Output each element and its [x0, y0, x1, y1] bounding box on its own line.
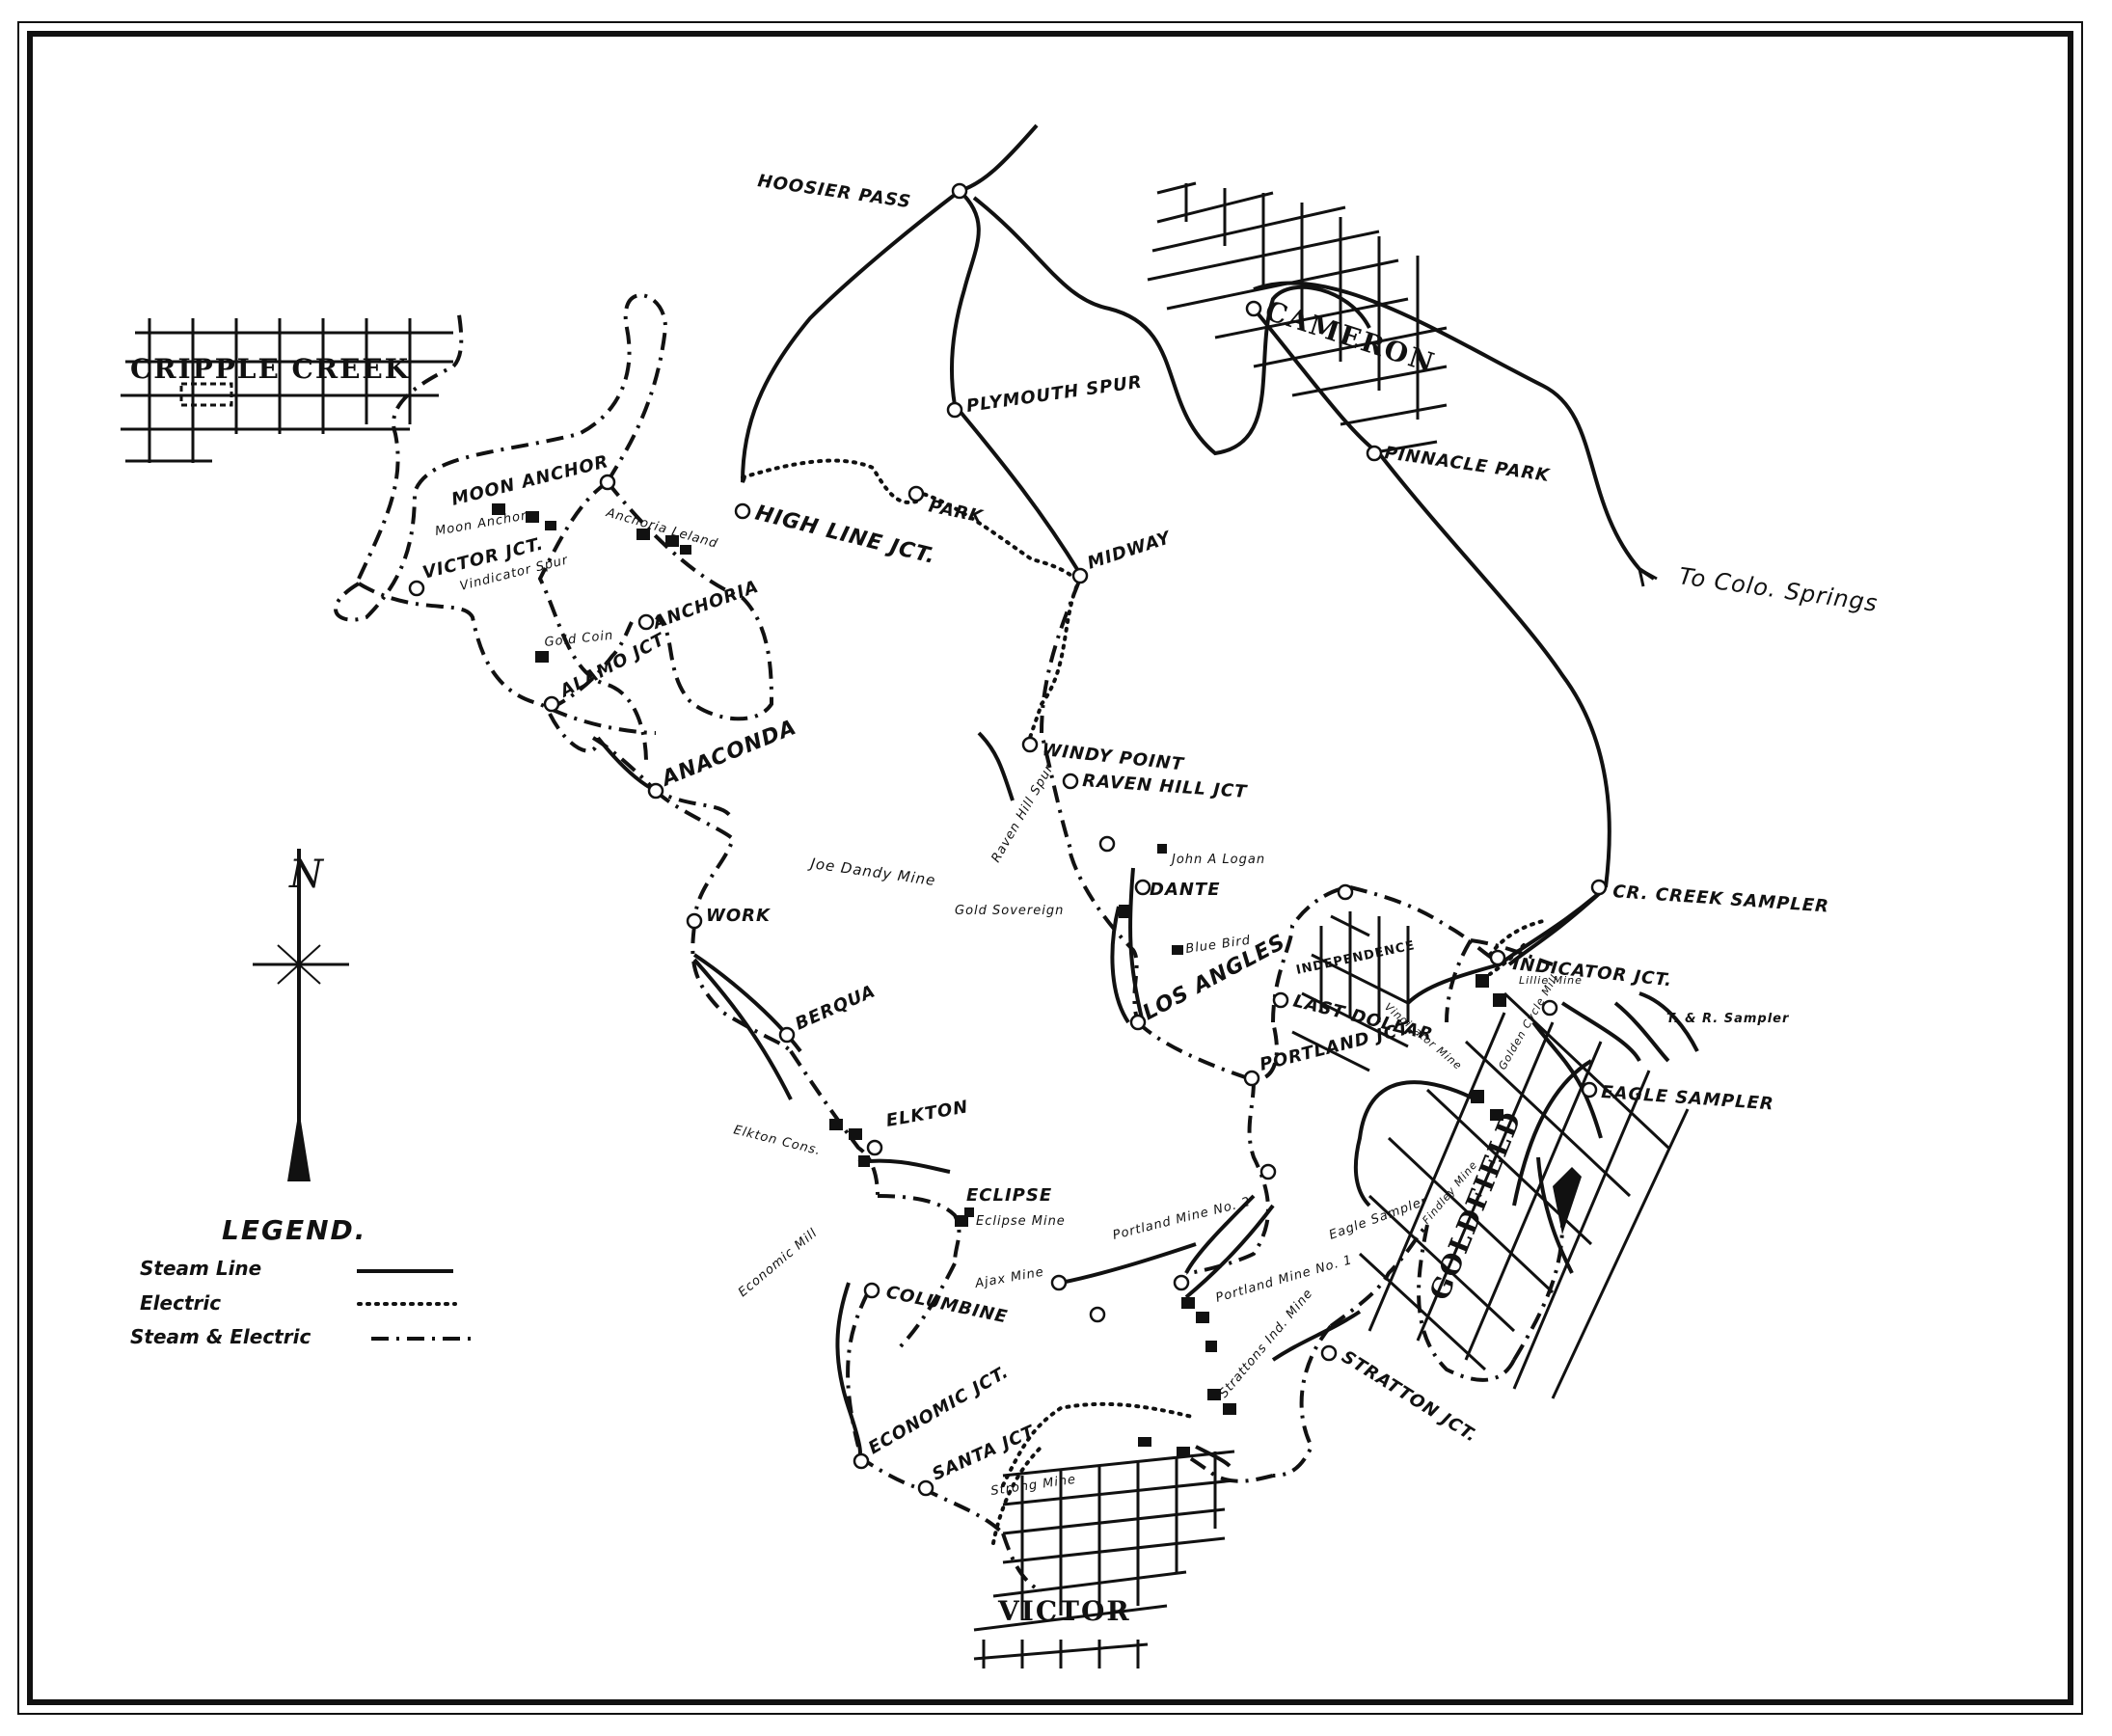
town-label-victor: VICTOR	[997, 1595, 1131, 1627]
north-arrow-icon: N	[253, 849, 349, 1181]
label-portland-jct: PORTLAND JCT.	[1258, 1017, 1417, 1075]
label-gold-sovereign: Gold Sovereign	[955, 904, 1064, 918]
label-strong-mine: Strong Mine	[989, 1473, 1077, 1499]
label-economic-mill: Economic Mill	[736, 1226, 821, 1300]
label-elkton-cons: Elkton Cons.	[732, 1123, 823, 1158]
label-elkton: ELKTON	[884, 1097, 970, 1131]
steam-lines	[596, 123, 1699, 1468]
label-moon-anchor-mine: Moon Anchor	[434, 508, 528, 539]
label-stratton-jct: STRATTON JCT.	[1338, 1346, 1480, 1447]
town-label-independence: INDEPENDENCE	[1295, 938, 1417, 978]
label-windy-point: WINDY POINT	[1041, 740, 1185, 774]
legend-title: LEGEND.	[222, 1214, 366, 1246]
label-ajax-mine: Ajax Mine	[973, 1265, 1045, 1292]
label-gold-coin: Gold Coin	[544, 629, 614, 650]
label-anaconda: ANACONDA	[657, 716, 800, 792]
station-markers	[408, 182, 1608, 1497]
label-joe-dandy: Joe Dandy Mine	[806, 854, 936, 889]
label-cr-creek-sampler: CR. CREEK SAMPLER	[1612, 882, 1830, 917]
label-park: PARK	[927, 496, 986, 528]
label-eclipse-mine: Eclipse Mine	[976, 1214, 1066, 1229]
cripple-creek-grid	[121, 318, 453, 463]
victor-grid	[973, 1450, 1235, 1668]
label-berqua: BERQUA	[792, 981, 879, 1034]
label-work: WORK	[706, 906, 772, 926]
label-lillie-mine: Lillie Mine	[1519, 974, 1583, 987]
label-to-colo-springs: To Colo. Springs	[1677, 562, 1880, 617]
map-border	[17, 21, 2083, 1715]
mine-symbols	[492, 503, 1582, 1456]
label-santa-jct: SANTA JCT	[929, 1422, 1039, 1485]
legend-steam-label: Steam Line	[140, 1257, 261, 1280]
label-golden-cycle: Golden Cycle Mill	[1496, 972, 1560, 1071]
label-dante: DANTE	[1150, 880, 1221, 900]
label-moon-anchor: MOON ANCHOR	[449, 451, 610, 510]
steam-electric-lines	[334, 293, 1564, 1593]
independence-grid	[1291, 911, 1410, 1072]
town-label-cripple-creek: CRIPPLE CREEK	[130, 353, 410, 385]
label-john-a-logan: John A Logan	[1169, 853, 1265, 867]
label-plymouth-spur: PLYMOUTH SPUR	[965, 372, 1144, 417]
label-anchoria: ANCHORIA	[649, 577, 762, 635]
label-hoosier-pass: HOOSIER PASS	[756, 171, 912, 212]
goldfield-grid	[1358, 991, 1690, 1399]
label-eagle-sampler-small: Eagle Sampler	[1327, 1194, 1430, 1243]
legend: LEGEND. Steam Line Electric Steam & Elec…	[130, 1214, 473, 1348]
electric-lines	[741, 458, 1545, 1545]
label-anchoria-leland: Anchoria Leland	[604, 505, 719, 552]
label-columbine: COLUMBINE	[884, 1282, 1010, 1327]
label-midway: MIDWAY	[1085, 528, 1175, 574]
label-portland-mine-1: Portland Mine No. 1	[1214, 1253, 1354, 1306]
label-raven-hill-spur: Raven Hill Spur	[988, 761, 1057, 865]
label-raven-hill-jct: RAVEN HILL JCT	[1082, 771, 1249, 802]
label-pinnacle-park: PINNACLE PARK	[1383, 443, 1552, 486]
label-high-line-jct: HIGH LINE JCT.	[753, 502, 938, 570]
label-eclipse: ECLIPSE	[966, 1185, 1052, 1206]
legend-both-label: Steam & Electric	[130, 1325, 311, 1348]
label-t-r-sampler: T. & R. Sampler	[1666, 1012, 1790, 1026]
station-labels: HOOSIER PASS PLYMOUTH SPUR PINNACLE PARK…	[420, 171, 1829, 1484]
legend-electric-label: Electric	[140, 1291, 221, 1315]
north-label: N	[288, 853, 325, 897]
